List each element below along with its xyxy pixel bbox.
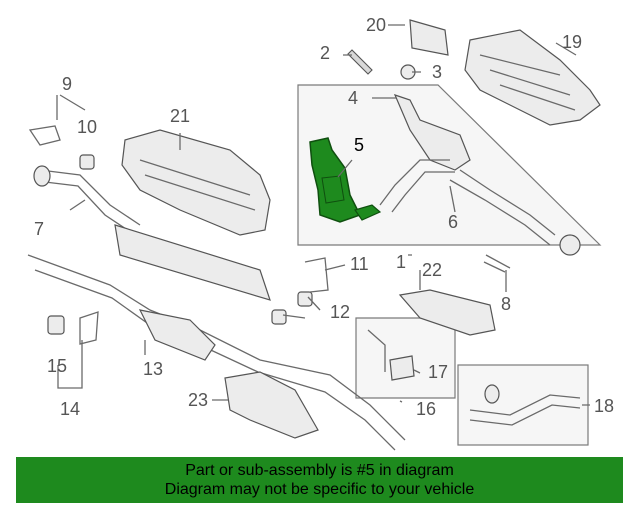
clip-17	[389, 355, 415, 381]
muffler-front	[114, 224, 271, 301]
highlighted-part-5	[309, 137, 382, 223]
callout-19: 19	[562, 32, 582, 52]
mount-12b	[271, 309, 287, 325]
callout-10: 10	[77, 117, 97, 137]
callout-7: 7	[34, 219, 44, 239]
mount-15	[47, 315, 65, 335]
callout-15: 15	[47, 356, 67, 376]
heat-shield-21	[121, 129, 271, 236]
callout-12: 12	[330, 302, 350, 322]
callout-3: 3	[432, 62, 442, 82]
footer-line-2: Diagram may not be specific to your vehi…	[164, 481, 475, 498]
footer-banner: Part or sub-assembly is #5 in diagram Di…	[16, 457, 623, 503]
callout-9: 9	[62, 74, 72, 94]
callout-4: 4	[348, 88, 358, 108]
footer-line-1: Part or sub-assembly is #5 in diagram	[185, 462, 454, 479]
callout-16: 16	[416, 399, 436, 419]
callout-17: 17	[428, 362, 448, 382]
sensor-2	[347, 49, 373, 75]
heat-shield-19	[464, 29, 601, 126]
callout-5: 5	[354, 135, 364, 155]
callout-1: 1	[396, 252, 406, 272]
assembly-18-box	[457, 364, 589, 446]
mount-12a	[297, 291, 313, 307]
flange-7	[33, 165, 51, 187]
callout-13: 13	[143, 359, 163, 379]
grommet-18	[484, 384, 500, 404]
callout-6: 6	[448, 212, 458, 232]
callout-22: 22	[422, 260, 442, 280]
plate-20	[409, 19, 449, 56]
callout-2: 2	[320, 43, 330, 63]
heat-shield-23	[224, 371, 319, 439]
hanger-10	[79, 154, 95, 170]
flange	[559, 234, 581, 256]
callout-11: 11	[350, 254, 369, 274]
converter-4	[393, 94, 471, 171]
callout-20: 20	[366, 15, 386, 35]
callout-23: 23	[188, 390, 208, 410]
callout-18: 18	[594, 396, 614, 416]
callout-8: 8	[501, 294, 511, 314]
callout-21: 21	[170, 106, 190, 126]
muffler-13	[138, 309, 216, 361]
heat-shield-22	[398, 289, 496, 336]
callout-14: 14	[60, 399, 80, 419]
